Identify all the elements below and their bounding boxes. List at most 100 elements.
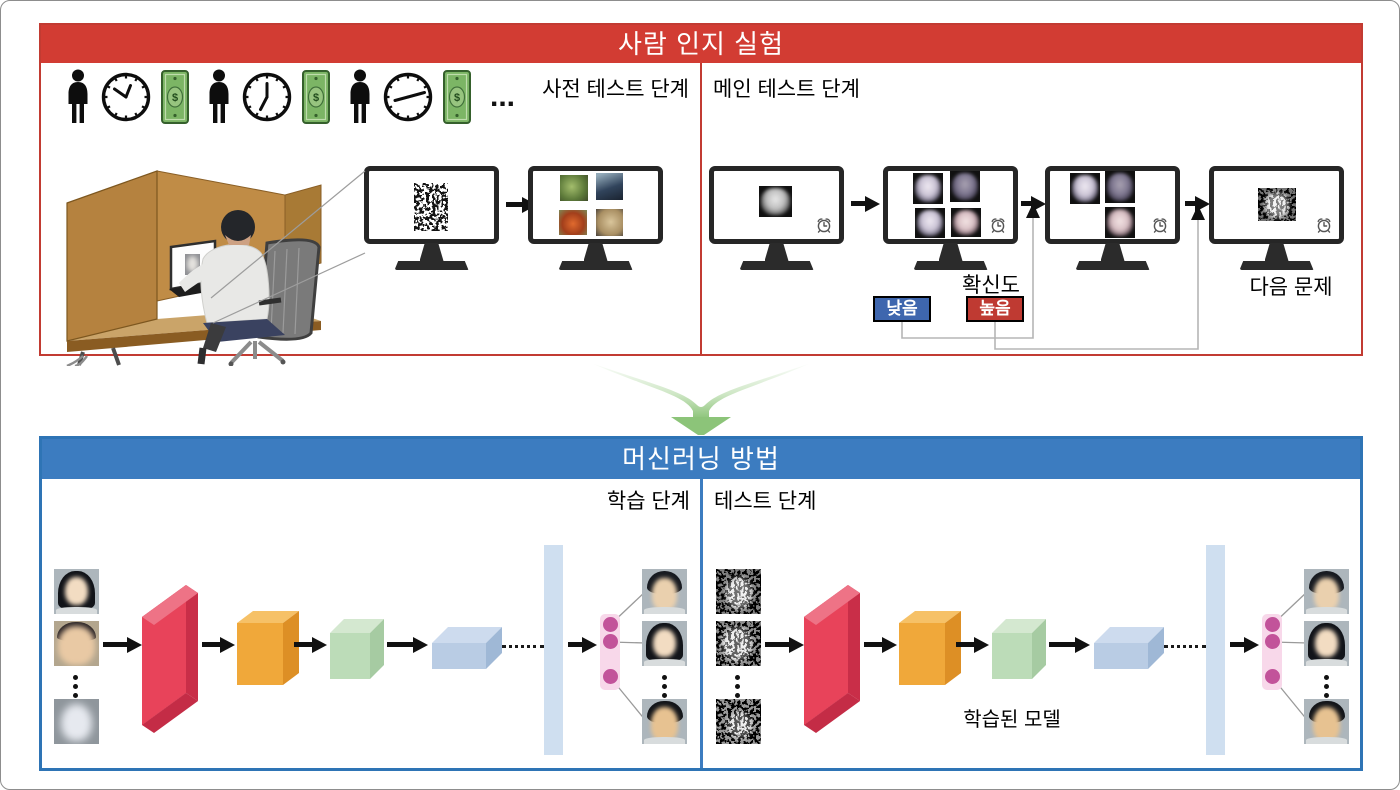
cat-image-tile xyxy=(596,209,623,236)
training-pipeline xyxy=(42,479,702,768)
participant-group: $ xyxy=(347,69,471,125)
noisy-input-face xyxy=(716,569,761,614)
output-node xyxy=(1265,617,1280,632)
output-face-photo xyxy=(642,569,687,614)
monitor-stimulus xyxy=(709,166,844,270)
screen xyxy=(1209,166,1344,244)
monitor-base xyxy=(739,261,814,270)
alarm-clock-icon xyxy=(989,216,1007,234)
arrow-icon xyxy=(1185,196,1210,212)
output-face-photo xyxy=(1304,621,1349,666)
panel-divider xyxy=(700,63,702,354)
car-image-tile xyxy=(596,173,623,200)
alarm-clock-icon xyxy=(1151,216,1169,234)
ellipsis-dots xyxy=(662,675,667,698)
output-node xyxy=(603,617,618,632)
monitor-three-choices xyxy=(1045,166,1180,270)
maintest-stage-label: 메인 테스트 단계 xyxy=(713,78,860,101)
arrow-icon xyxy=(506,197,537,213)
output-face-photo xyxy=(642,621,687,666)
arrow-icon xyxy=(851,196,880,212)
dotted-connector xyxy=(1164,645,1206,648)
ellipsis-dots xyxy=(73,675,78,698)
screen xyxy=(883,166,1018,244)
person-icon xyxy=(65,69,91,125)
noisy-face-image xyxy=(1258,188,1296,221)
arrow-icon xyxy=(294,637,327,653)
alarm-clock-icon xyxy=(815,216,833,234)
screen xyxy=(364,166,499,244)
arrow-icon xyxy=(1230,637,1259,653)
screen xyxy=(709,166,844,244)
conv-block-red xyxy=(142,577,212,733)
conv-block-orange xyxy=(237,611,299,685)
blurred-face-image xyxy=(1105,207,1135,238)
high-confidence-button[interactable]: 높음 xyxy=(966,296,1024,322)
arrow-icon xyxy=(1049,637,1090,653)
money-icon: $ xyxy=(302,70,330,124)
monitor-base xyxy=(394,261,469,270)
monitor-base xyxy=(558,261,633,270)
lobster-image-tile xyxy=(559,210,587,235)
monitor-stand xyxy=(938,243,963,261)
ml-method-title: 머신러닝 방법 xyxy=(42,439,1360,479)
ellipsis-dots xyxy=(735,675,740,698)
conv-block-red xyxy=(804,577,874,733)
output-node xyxy=(603,669,618,684)
money-icon: $ xyxy=(161,70,189,124)
fc-layer-bar xyxy=(544,545,563,755)
input-face-photo xyxy=(54,621,99,666)
ml-method-panel: 머신러닝 방법 학습 단계 테스트 단계 xyxy=(39,436,1363,771)
arrow-icon xyxy=(103,637,142,653)
arrow-icon xyxy=(956,637,989,653)
ellipsis-dots: ... xyxy=(490,80,516,113)
clock-icon xyxy=(100,71,152,123)
monitor-stand xyxy=(419,243,444,261)
monitor-stand xyxy=(1100,243,1125,261)
human-experiment-title: 사람 인지 실험 xyxy=(41,25,1361,63)
svg-text:$: $ xyxy=(454,92,460,104)
blurred-face-image xyxy=(951,208,981,237)
screen xyxy=(528,166,663,244)
output-node xyxy=(603,634,618,649)
low-confidence-button[interactable]: 낮음 xyxy=(873,296,931,322)
output-face-photo xyxy=(1304,699,1349,744)
person-icon xyxy=(206,69,232,125)
clock-icon xyxy=(241,71,293,123)
input-face-photo xyxy=(54,699,99,744)
arrow-icon xyxy=(1021,196,1046,212)
test-pipeline: 학습된 모델 xyxy=(704,479,1364,768)
arrow-icon xyxy=(387,637,428,653)
person-icon xyxy=(347,69,373,125)
conv-block-orange xyxy=(899,611,961,685)
alarm-clock-icon xyxy=(1315,216,1333,234)
conv-block-blue xyxy=(1094,627,1164,669)
conv-block-blue xyxy=(432,627,502,669)
participant-reward-icons: $ $ $ ... xyxy=(65,69,515,125)
panel-divider xyxy=(700,479,703,768)
fc-layer-bar xyxy=(1206,545,1225,755)
conv-block-green xyxy=(330,619,384,679)
blurred-face-image xyxy=(1070,173,1100,204)
money-icon: $ xyxy=(443,70,471,124)
monitor-stand xyxy=(764,243,789,261)
output-node xyxy=(1265,634,1280,649)
monitor-four-choices xyxy=(883,166,1018,270)
arrow-icon xyxy=(765,637,804,653)
monitor-base xyxy=(1239,261,1314,270)
train-stage-label: 학습 단계 xyxy=(606,490,690,513)
next-question-label: 다음 문제 xyxy=(1249,276,1333,299)
participant-group: $ xyxy=(206,69,330,125)
noisy-input-face xyxy=(716,699,761,744)
blurred-face-image xyxy=(915,208,945,238)
human-experiment-panel: 사람 인지 실험 사전 테스트 단계 메인 테스트 단계 $ xyxy=(39,23,1363,366)
monitor-answer-choices xyxy=(528,166,663,270)
ellipsis-dots xyxy=(1324,675,1329,698)
blurred-face-image xyxy=(913,173,943,204)
confidence-label: 확신도 xyxy=(962,274,1020,297)
dotted-connector xyxy=(502,645,544,648)
test-stage-label: 테스트 단계 xyxy=(714,490,817,513)
blurred-face-image xyxy=(950,171,980,202)
arrow-icon xyxy=(864,637,897,653)
